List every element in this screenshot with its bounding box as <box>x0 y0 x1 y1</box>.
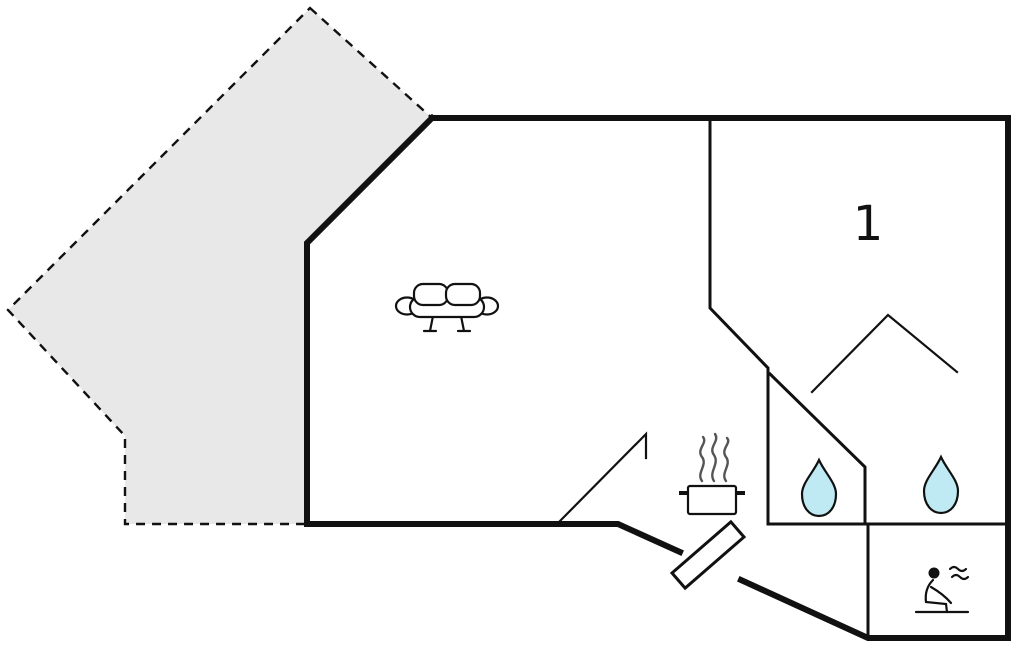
steam-wave <box>699 435 706 483</box>
sauna-steam-wave <box>948 565 968 573</box>
sofa-leg-left <box>422 314 438 333</box>
steam-icon <box>699 432 730 483</box>
steam-wave <box>711 432 718 483</box>
sauna-icon <box>914 565 970 614</box>
room-1-label: 1 <box>853 196 884 252</box>
kitchen-partition-wall <box>558 431 648 523</box>
exterior-wall <box>429 115 1011 641</box>
room1-angled-partition <box>810 313 959 394</box>
water-drop-icon <box>922 454 960 515</box>
sauna-steam-wave <box>950 573 970 581</box>
steam-wave <box>723 436 730 483</box>
sofa-icon <box>394 282 500 333</box>
sauna-person-head <box>928 567 940 579</box>
sofa-cushion-right <box>444 282 482 307</box>
sofa-leg-right <box>456 314 472 333</box>
water-drop-icon <box>800 457 838 518</box>
exterior-wall <box>304 113 684 556</box>
pot-body <box>686 484 738 516</box>
water-drop-shape <box>922 454 960 515</box>
cooking-pot-icon <box>679 484 745 516</box>
sauna-person-body <box>924 578 949 614</box>
water-drop-shape <box>800 457 838 518</box>
interior-wall-bathroom <box>767 371 867 526</box>
sauna-person-arm <box>929 585 953 605</box>
sofa-cushion-left <box>412 282 450 307</box>
interior-wall-room1 <box>708 118 770 526</box>
door-leaf-icon <box>669 519 747 591</box>
door-leaf-rect <box>669 519 747 591</box>
